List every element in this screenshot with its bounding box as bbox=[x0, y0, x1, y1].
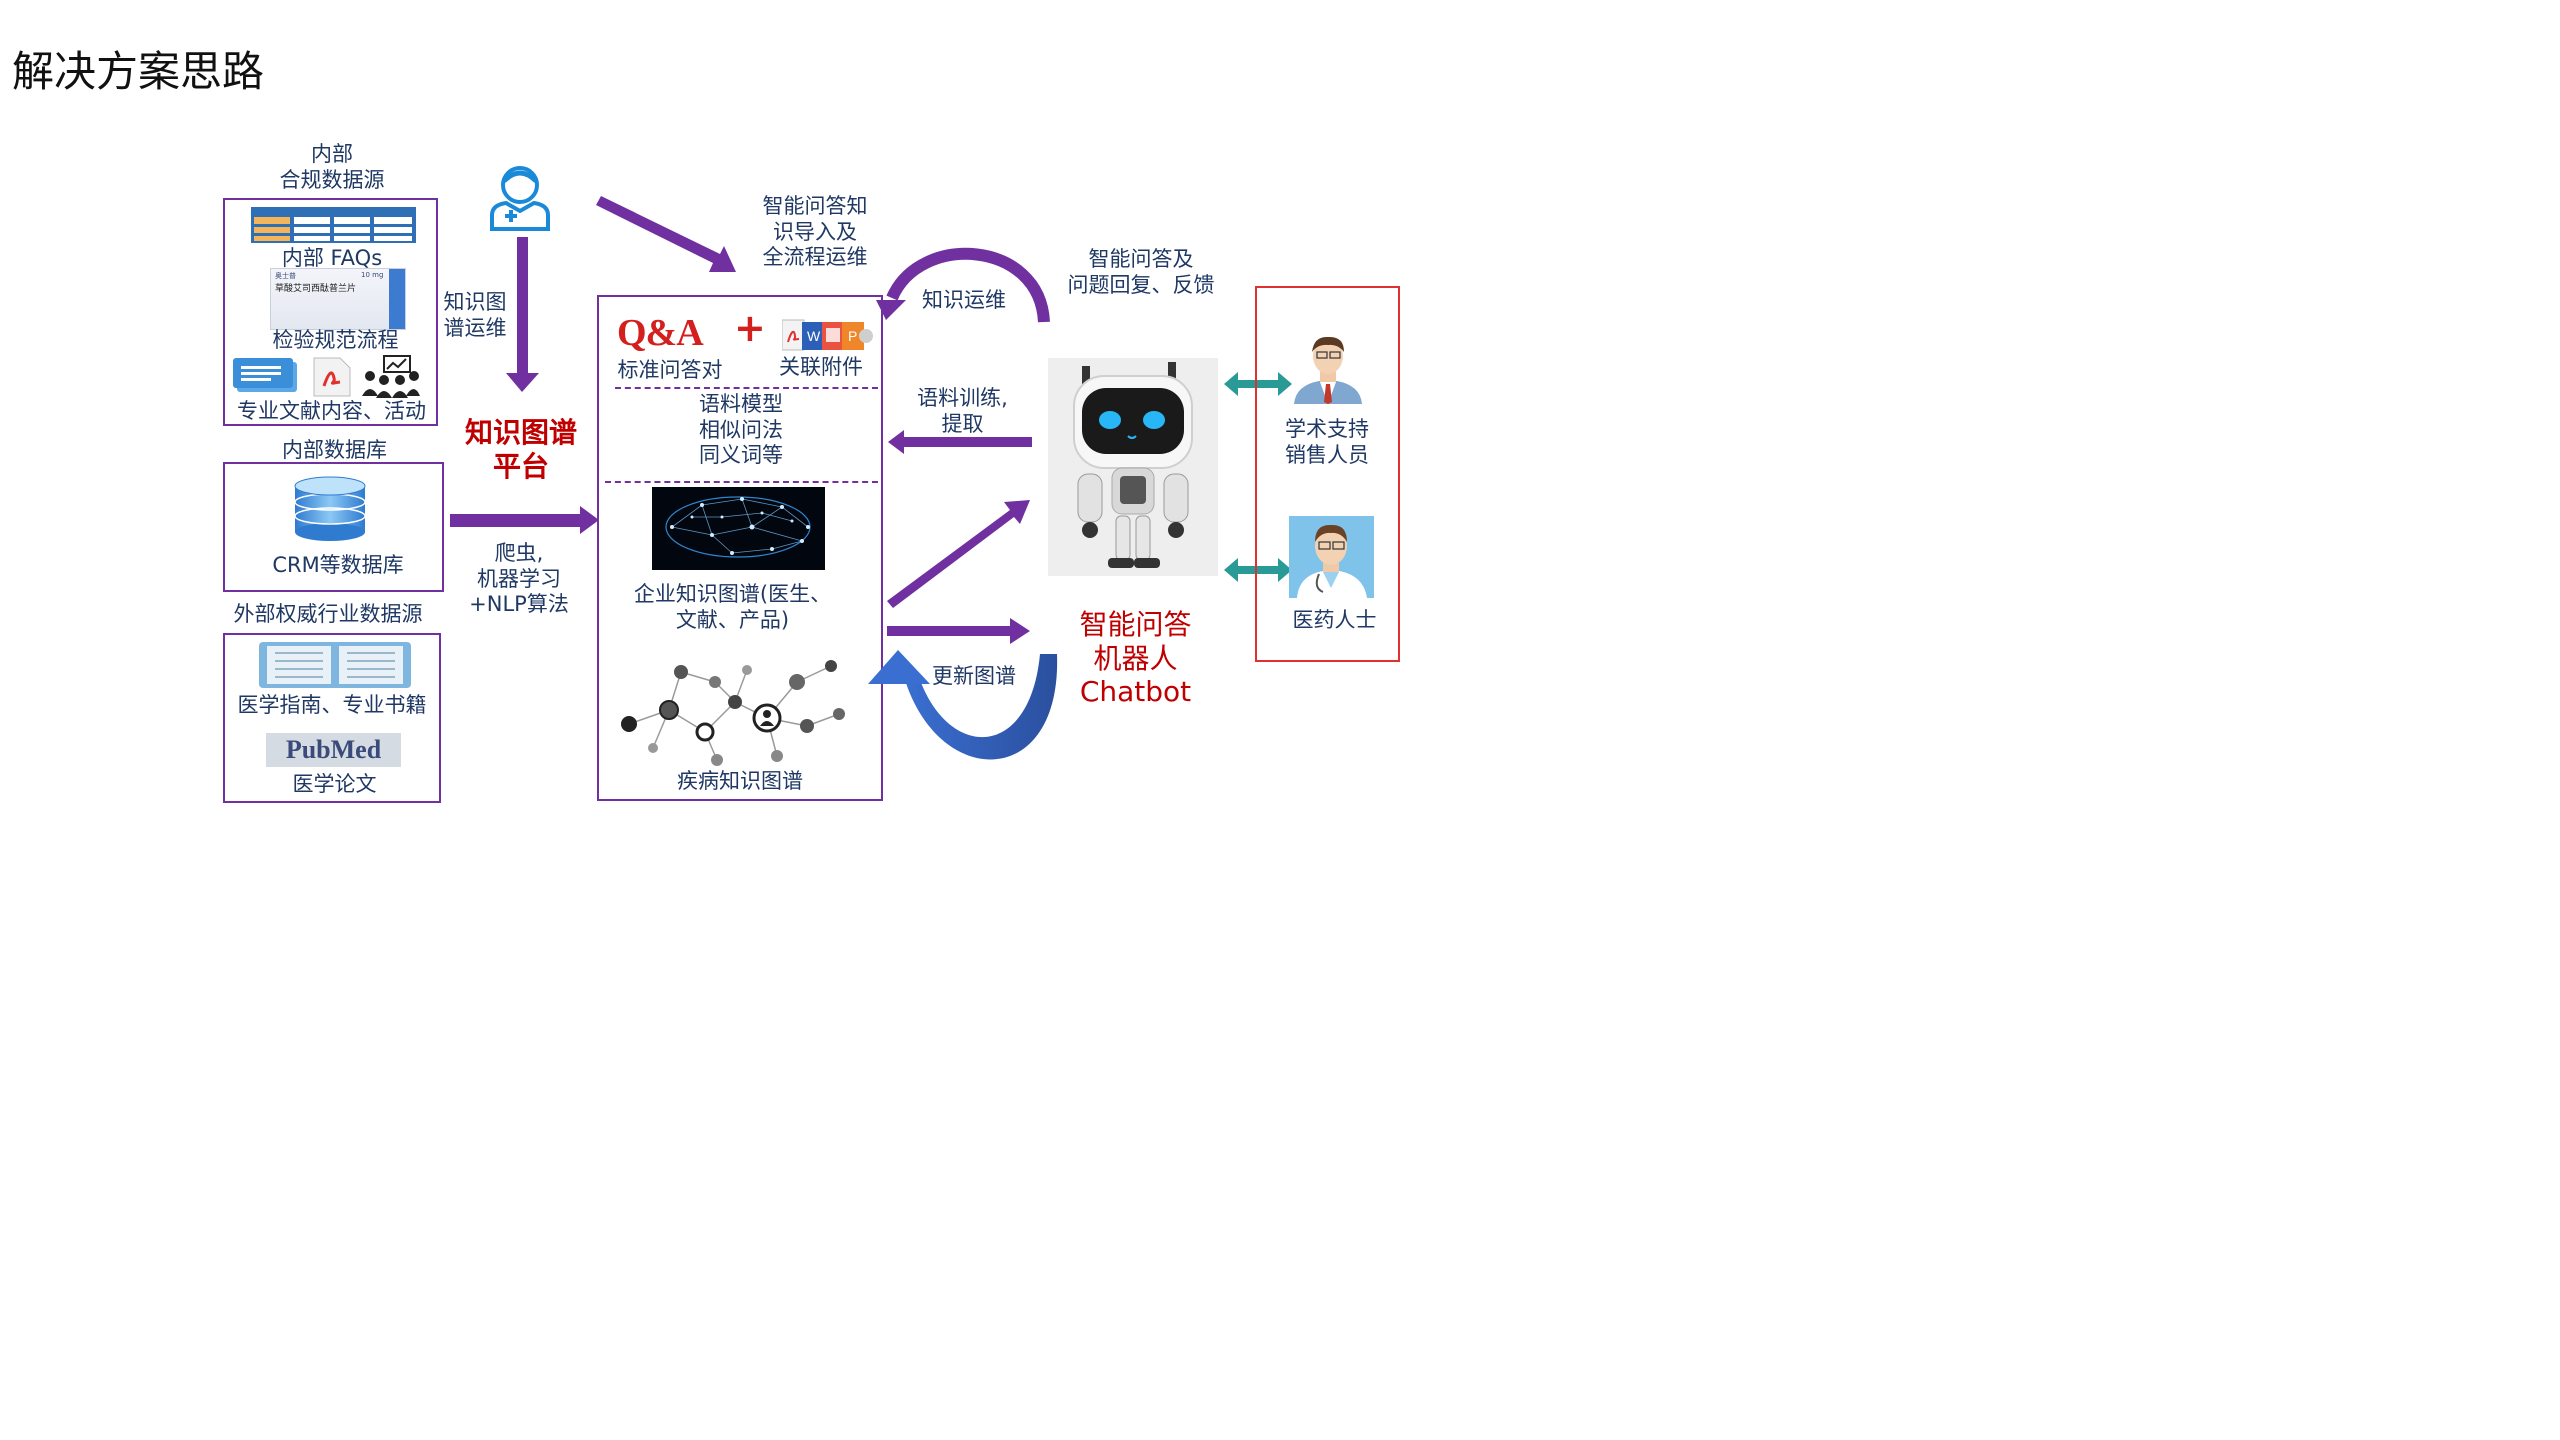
crawler-label: 爬虫, 机器学习 +NLP算法 bbox=[469, 541, 569, 617]
attachment-icons: W P bbox=[781, 318, 874, 356]
divider-2 bbox=[605, 481, 878, 483]
external-title: 外部权威行业数据源 bbox=[233, 602, 423, 626]
drug-box-image: 奥士普 草酸艾司西酞普兰片 10 mg bbox=[270, 268, 406, 330]
qa-pairs-label: 标准问答对 bbox=[617, 358, 723, 382]
import-arrow bbox=[596, 196, 736, 272]
drug-brand: 奥士普 bbox=[275, 272, 296, 280]
doctor-icon bbox=[488, 165, 552, 235]
sales-double-arrow bbox=[1224, 372, 1292, 396]
medical-person-avatar bbox=[1289, 516, 1374, 598]
pubmed-logo: PubMed bbox=[266, 733, 401, 767]
knowledge-center-box bbox=[597, 295, 883, 801]
attachments-label: 关联附件 bbox=[779, 355, 863, 379]
sales-label: 学术支持 销售人员 bbox=[1285, 417, 1369, 467]
db-title: 内部数据库 bbox=[282, 438, 387, 462]
drug-name: 草酸艾司西酞普兰片 bbox=[275, 284, 357, 294]
divider-1 bbox=[615, 387, 878, 389]
update-graph-label: 更新图谱 bbox=[932, 664, 1016, 688]
users-box bbox=[1255, 286, 1400, 662]
medical-double-arrow bbox=[1224, 558, 1292, 582]
guide-label: 医学指南、专业书籍 bbox=[237, 693, 427, 717]
medical-label: 医药人士 bbox=[1292, 608, 1377, 632]
drug-box-stripe bbox=[389, 269, 405, 329]
crawler-arrow bbox=[450, 506, 599, 534]
enterprise-kg-label: 企业知识图谱(医生、 文献、产品) bbox=[633, 582, 832, 632]
sales-person-avatar bbox=[1290, 334, 1366, 408]
plus-sign: + bbox=[734, 306, 766, 350]
book-icon bbox=[259, 640, 411, 694]
corpus-train-label: 语料训练, 提取 bbox=[917, 386, 1008, 436]
pdf-icon bbox=[312, 356, 352, 402]
qa-logo: Q&A bbox=[617, 312, 704, 354]
to-chatbot-arrow bbox=[887, 500, 1030, 608]
corpus-train-arrow bbox=[888, 430, 1032, 454]
literature-label: 专业文献内容、活动 bbox=[237, 399, 426, 423]
chatbot-label: 智能问答 机器人 Chatbot bbox=[1079, 608, 1192, 709]
arrows-layer bbox=[450, 196, 1292, 760]
external-box bbox=[223, 633, 441, 803]
meeting-icon bbox=[362, 354, 420, 402]
crm-label: CRM等数据库 bbox=[272, 553, 404, 577]
page-title: 解决方案思路 bbox=[12, 47, 265, 96]
svg-text:P: P bbox=[848, 328, 857, 344]
inspection-label: 检验规范流程 bbox=[272, 328, 399, 352]
knowledge-ops-arrow bbox=[876, 247, 1050, 323]
disease-kg-label: 疾病知识图谱 bbox=[677, 769, 803, 793]
db-box bbox=[223, 462, 444, 592]
internal-source-title: 内部 合规数据源 bbox=[279, 142, 385, 192]
table-icon bbox=[251, 207, 416, 247]
database-icon bbox=[293, 476, 367, 546]
feedback-label: 智能问答及 问题回复、反馈 bbox=[1067, 247, 1215, 297]
robot-image bbox=[1048, 358, 1218, 576]
knowledge-ops-label: 知识运维 bbox=[922, 288, 1006, 312]
kg-platform-label: 知识图谱 平台 bbox=[464, 416, 577, 484]
faq-label: 内部 FAQs bbox=[281, 246, 383, 270]
update-graph-arrow bbox=[868, 650, 1058, 760]
kg-ops-arrow bbox=[506, 237, 539, 392]
internal-source-box bbox=[223, 198, 438, 426]
drug-dose: 10 mg bbox=[361, 271, 384, 279]
document-icon bbox=[233, 358, 301, 400]
paper-label: 医学论文 bbox=[292, 772, 377, 796]
to-chatbot-right-arrow bbox=[887, 618, 1030, 644]
network-graph-image bbox=[617, 652, 849, 774]
import-label: 智能问答知 识导入及 全流程运维 bbox=[762, 194, 868, 270]
svg-text:W: W bbox=[807, 328, 821, 344]
kg-ops-label: 知识图 谱运维 bbox=[443, 290, 507, 340]
brain-network-image bbox=[652, 487, 825, 570]
corpus-label: 语料模型 相似问法 同义词等 bbox=[699, 392, 783, 468]
